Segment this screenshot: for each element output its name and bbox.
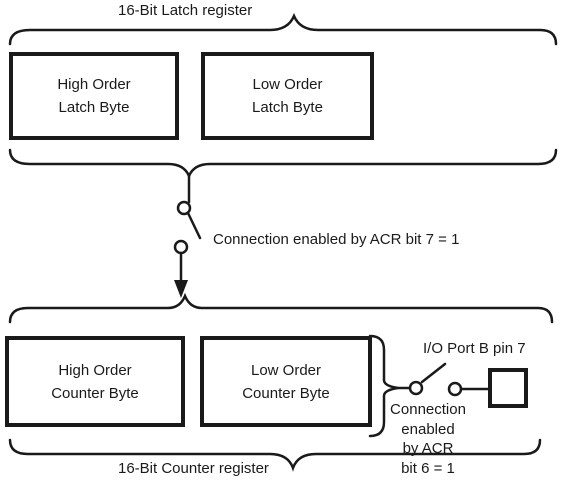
switch-bit6-label: Connection enabled by ACR bit 6 = 1 <box>384 400 472 478</box>
switch-bit6-label-line-2: enabled <box>401 420 455 438</box>
counter-bottom-brace <box>8 438 542 472</box>
latch-low-byte-line-1: Low Order <box>252 76 323 93</box>
counter-high-byte-line-2: Counter Byte <box>51 384 139 402</box>
port-b-pin7-terminal <box>488 368 528 408</box>
counter-register-title: 16-Bit Counter register <box>118 460 269 477</box>
counter-high-byte-line-1: High Order <box>58 361 132 379</box>
latch-high-byte-line-2: Latch Byte <box>58 99 130 116</box>
switch-bit6-left-contact <box>408 380 424 396</box>
latch-high-byte-box: High Order Latch Byte <box>9 52 179 140</box>
latch-register-title: 16-Bit Latch register <box>118 2 253 19</box>
counter-low-byte-line-2: Counter Byte <box>242 384 330 402</box>
latch-high-byte-line-1: High Order <box>57 76 131 93</box>
switch-bit6-label-line-4: bit 6 = 1 <box>401 459 455 477</box>
switch-bit6-blade <box>420 362 447 384</box>
switch-bit6-label-line-3: by ACR <box>402 440 454 457</box>
switch-bit7-label: Connection enabled by ACR bit 7 = 1 <box>213 231 460 248</box>
counter-high-byte-box: High Order Counter Byte <box>5 336 185 427</box>
counter-low-byte-line-1: Low Order <box>250 361 322 379</box>
arrow-down-icon <box>174 280 188 298</box>
counter-top-brace <box>8 292 554 324</box>
latch-top-brace <box>8 12 558 46</box>
switch-bit7-lower-contact <box>173 239 189 255</box>
switch-bit6-right-contact <box>447 381 463 397</box>
latch-bottom-brace <box>8 148 558 180</box>
latch-low-byte-box: Low Order Latch Byte <box>201 52 374 140</box>
counter-low-byte-box: Low Order Counter Byte <box>200 336 372 427</box>
switch-bit7-upper-contact <box>176 200 192 216</box>
port-b-label: I/O Port B pin 7 <box>423 340 526 357</box>
latch-low-byte-line-2: Latch Byte <box>252 99 323 116</box>
switch-bit7-blade <box>186 211 202 240</box>
switch-bit6-label-line-1: Connection <box>390 401 466 418</box>
